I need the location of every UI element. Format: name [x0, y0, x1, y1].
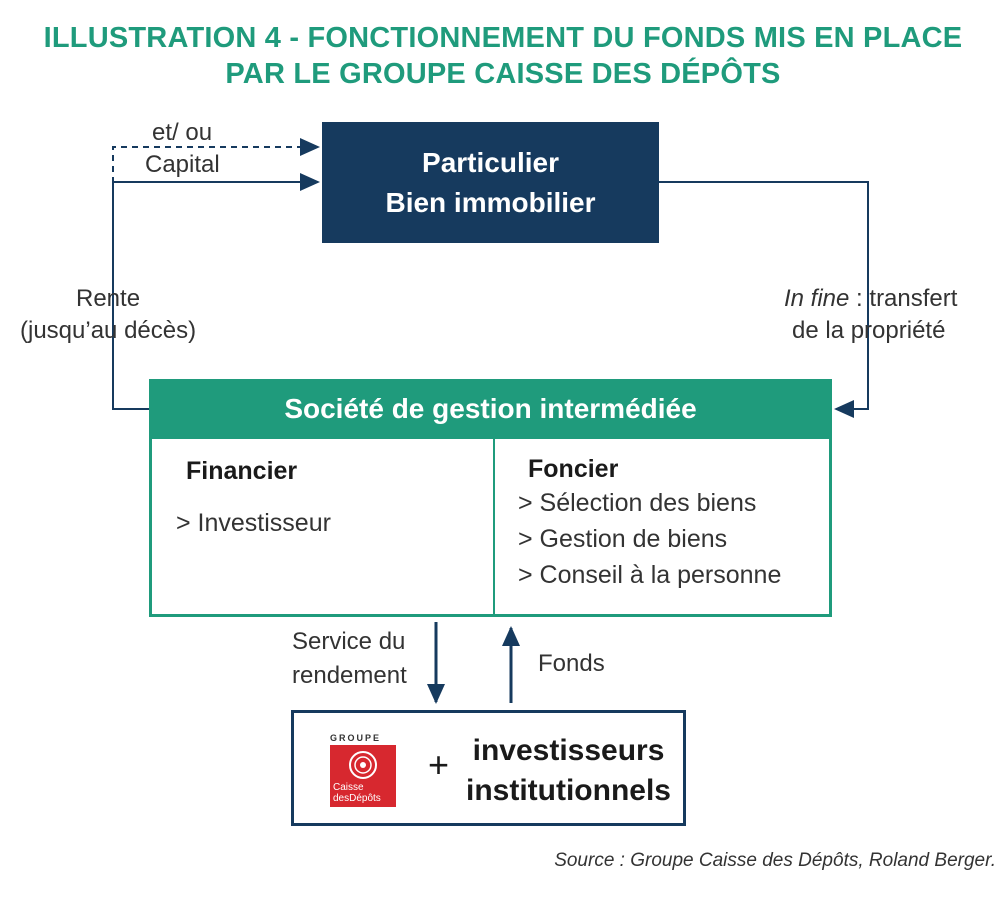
caisse-des-depots-logo: GROUPE Caisse desDépôts	[330, 733, 396, 809]
seal-icon	[349, 751, 377, 779]
logo-text: Caisse desDépôts	[333, 782, 381, 804]
label-propriete: de la propriété	[792, 317, 946, 344]
label-jusqu-au-deces: (jusqu’au décès)	[20, 317, 197, 344]
investisseurs-box: GROUPE Caisse desDépôts + investisseurs …	[291, 710, 686, 826]
dashed-arrow-etou	[112, 138, 320, 183]
logo-text-line1: Caisse	[333, 782, 364, 793]
societe-divider	[493, 439, 495, 614]
label-in-fine-rest: : transfert	[849, 285, 958, 312]
figure-title-line2: PAR LE GROUPE CAISSE DES DÉPÔTS	[225, 58, 781, 90]
label-rente: Rente	[76, 285, 141, 312]
arrow-rente-capital	[112, 173, 320, 410]
investisseurs-line2: institutionnels	[466, 774, 671, 807]
source-note: Source : Groupe Caisse des Dépôts, Rolan…	[554, 850, 996, 871]
societe-body: Financier > Investisseur Foncier > Sélec…	[149, 439, 832, 617]
plus-sign: +	[428, 744, 450, 785]
financier-item: > Investisseur	[176, 509, 331, 537]
figure-title: ILLUSTRATION 4 - FONCTIONNEMENT DU FONDS…	[0, 20, 1006, 92]
label-service-line2: rendement	[292, 662, 407, 689]
foncier-title: Foncier	[528, 455, 619, 483]
label-fonds: Fonds	[538, 650, 605, 677]
particulier-line2: Bien immobilier	[385, 186, 596, 218]
logo-red-block: Caisse desDépôts	[330, 745, 396, 807]
foncier-item-2: > Gestion de biens	[518, 525, 728, 553]
label-etou: et/ ou	[152, 119, 213, 146]
label-capital: Capital	[145, 151, 220, 178]
financier-title: Financier	[186, 457, 298, 485]
particulier-box: Particulier Bien immobilier	[322, 122, 659, 243]
logo-groupe-text: GROUPE	[330, 733, 382, 743]
figure-title-line1: ILLUSTRATION 4 - FONCTIONNEMENT DU FONDS…	[43, 22, 963, 54]
arrow-in-fine	[659, 181, 869, 418]
label-in-fine-italic: In fine	[784, 285, 850, 312]
societe-header: Société de gestion intermédiée	[149, 379, 832, 439]
label-service-line1: Service du	[292, 628, 406, 655]
logo-text-line2: desDépôts	[333, 793, 381, 804]
investisseurs-text: investisseurs institutionnels	[466, 731, 671, 811]
label-in-fine: In fine : transfert	[784, 284, 957, 314]
investisseurs-line1: investisseurs	[472, 734, 665, 767]
foncier-item-1: > Sélection des biens	[518, 489, 757, 517]
foncier-item-3: > Conseil à la personne	[518, 561, 782, 589]
particulier-line1: Particulier	[422, 146, 559, 178]
